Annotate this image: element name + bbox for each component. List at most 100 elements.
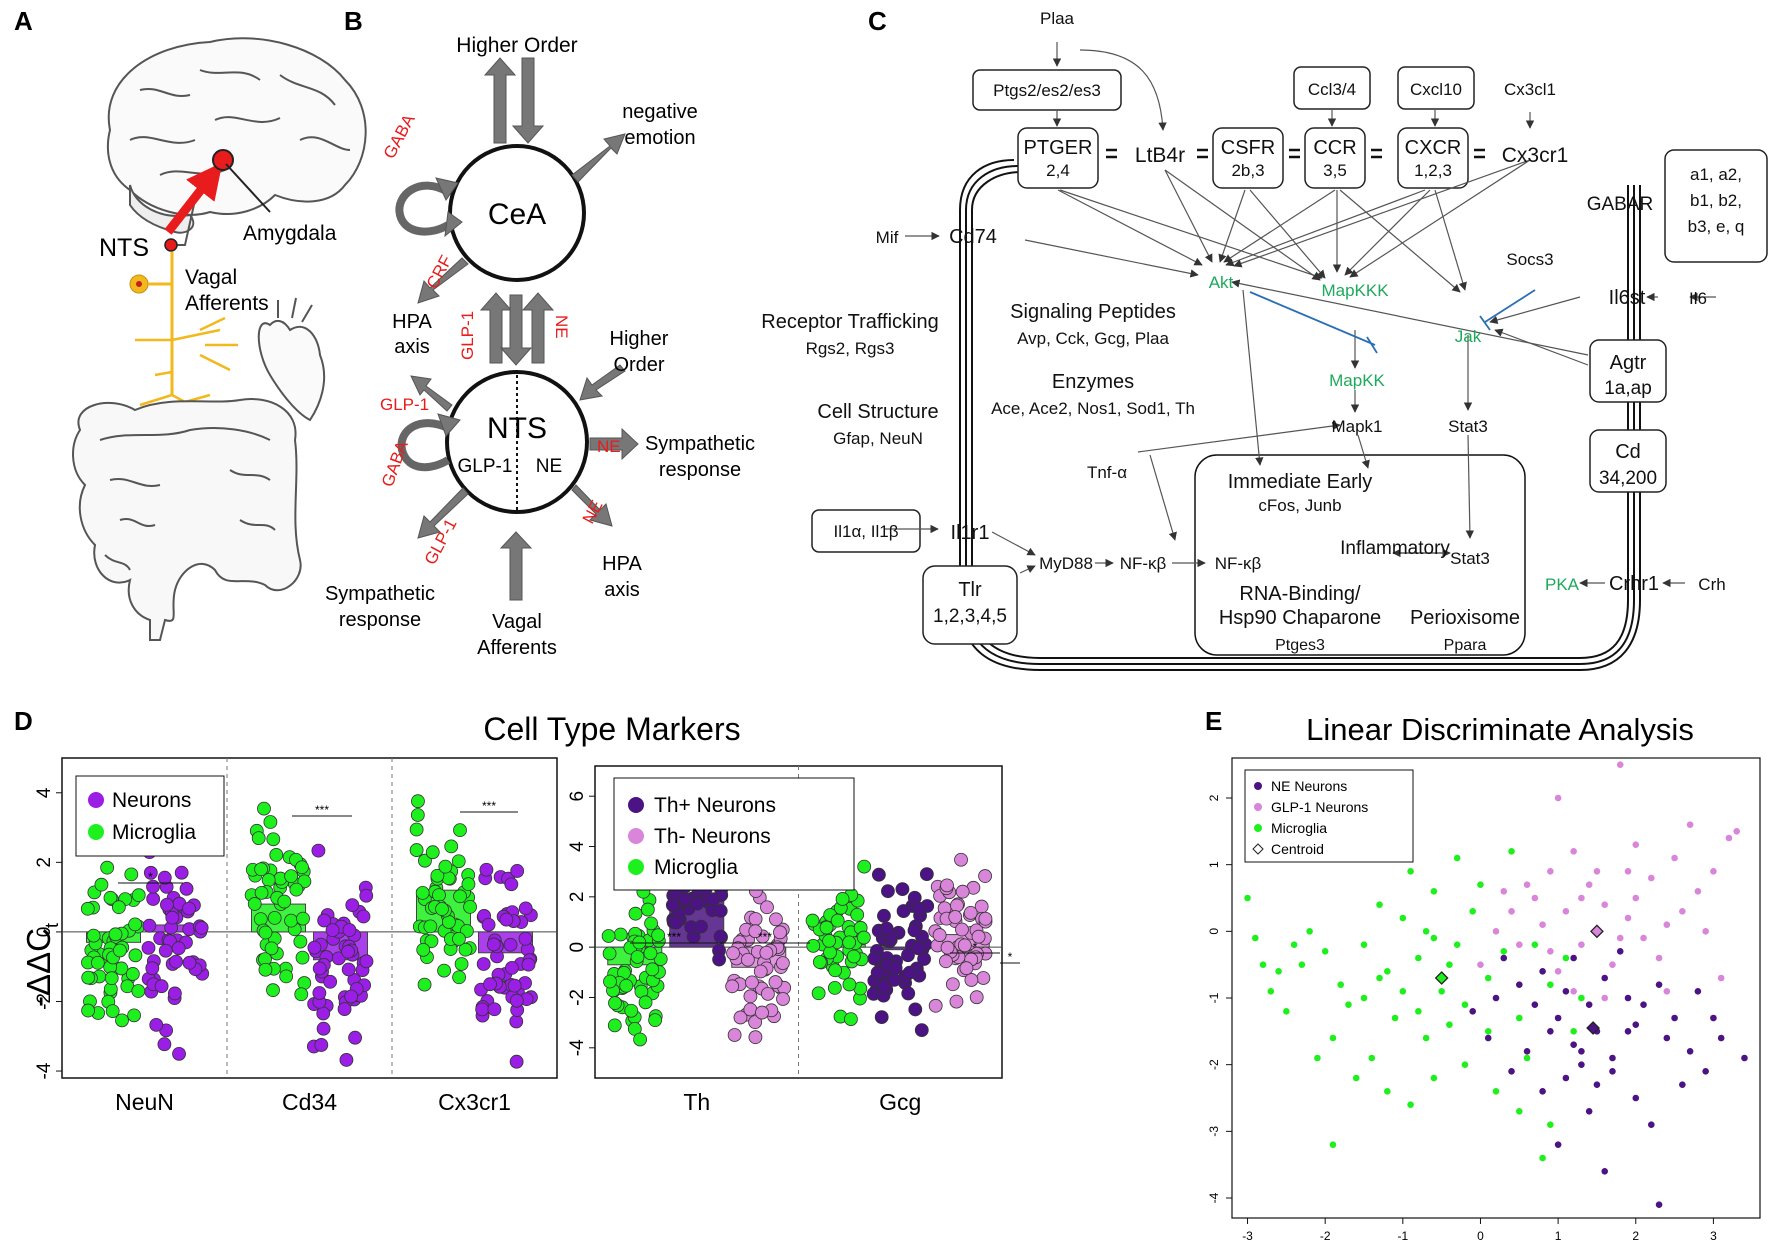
- panel-b: B CeA NTS GLP-1 NE: [325, 6, 755, 659]
- data-point: [172, 1046, 186, 1061]
- scatter-point: [1547, 868, 1554, 875]
- scatter-point: [1632, 1094, 1640, 1102]
- scatter-point: [1360, 941, 1368, 948]
- plaa-label: Plaa: [1040, 9, 1075, 28]
- scatter-point: [1710, 868, 1717, 875]
- scatter-point: [1383, 1088, 1391, 1095]
- scatter-point: [1554, 794, 1562, 802]
- data-point: [269, 848, 284, 862]
- panel-d-title: Cell Type Markers: [483, 711, 740, 747]
- scatter-point: [1469, 908, 1477, 915]
- scatter-point: [1624, 1028, 1632, 1035]
- scatter-point: [1523, 1048, 1531, 1055]
- data-point: [726, 946, 740, 961]
- scatter-point: [1461, 1061, 1469, 1068]
- scatter-point: [1655, 1201, 1663, 1208]
- mapkkk-label: MapKKK: [1321, 281, 1389, 300]
- il6-label: Il6: [1689, 289, 1707, 308]
- data-point: [828, 963, 843, 978]
- data-point: [411, 794, 425, 809]
- data-point: [451, 854, 466, 869]
- data-point: [932, 928, 947, 942]
- sympathetic-right-l1: Sympathetic: [645, 433, 755, 455]
- data-point: [939, 954, 953, 969]
- vagal-b-l1: Vagal: [492, 611, 542, 633]
- mapk1-label: Mapk1: [1331, 417, 1382, 436]
- data-point: [510, 864, 525, 878]
- data-point: [602, 946, 617, 961]
- stat3-bottom-label: Stat3: [1450, 549, 1490, 568]
- scatter-point: [1647, 1121, 1655, 1128]
- scatter-point: [1562, 908, 1570, 915]
- data-point: [748, 1030, 763, 1045]
- scatter-point: [1500, 948, 1508, 955]
- data-point: [454, 957, 469, 971]
- scatter-point: [1686, 821, 1694, 828]
- scatter-point: [1383, 968, 1391, 975]
- data-point: [314, 1038, 329, 1052]
- data-point: [247, 897, 262, 911]
- scatter-point: [1539, 921, 1546, 928]
- sympathetic-left-l2: response: [339, 609, 421, 631]
- scatter-point: [1554, 1141, 1562, 1148]
- scatter-point: [1515, 981, 1523, 988]
- cxcr-box-l1: CXCR: [1405, 137, 1462, 159]
- scatter-point: [1725, 834, 1733, 842]
- significance-label: ***: [667, 930, 681, 944]
- data-point: [158, 943, 173, 958]
- ptger-box-l1: PTGER: [1024, 137, 1093, 159]
- vagal-b-l2: Afferents: [477, 637, 557, 659]
- stat3-top-label: Stat3: [1448, 417, 1488, 436]
- data-point: [154, 979, 169, 994]
- scatter-point: [1694, 988, 1702, 995]
- data-point: [978, 911, 993, 926]
- scatter-point: [1329, 1141, 1337, 1148]
- scatter-point: [1717, 1034, 1725, 1042]
- data-point: [755, 1005, 769, 1020]
- legend-label: Th+ Neurons: [654, 794, 776, 817]
- data-point: [888, 961, 903, 975]
- scatter-point: [1547, 1121, 1554, 1128]
- negative-emotion-l1: negative: [622, 101, 698, 123]
- y-tick-label: -2: [567, 989, 588, 1006]
- data-point: [759, 945, 774, 960]
- scatter-point: [1593, 868, 1601, 875]
- data-point: [131, 984, 146, 998]
- crhr1-label: Crhr1: [1609, 573, 1659, 595]
- data-point: [760, 900, 774, 915]
- legend-marker: [1254, 803, 1262, 811]
- data-point: [740, 952, 755, 967]
- data-point: [312, 986, 327, 1000]
- data-point: [769, 912, 783, 927]
- data-point: [105, 1004, 120, 1019]
- cea-label: CeA: [488, 198, 546, 231]
- gabar-sub-l2: b1, b2,: [1690, 191, 1742, 210]
- y-tick-label: 0: [1207, 928, 1221, 935]
- scatter-point: [1616, 761, 1624, 768]
- scatter-point: [1710, 1014, 1717, 1022]
- data-point: [81, 1003, 95, 1018]
- data-point: [277, 894, 292, 909]
- scatter-point: [1562, 988, 1570, 995]
- tnfa-label: Tnf-α: [1087, 463, 1127, 482]
- data-point: [645, 962, 660, 977]
- data-point: [289, 882, 304, 897]
- data-point: [279, 969, 294, 984]
- data-point: [648, 1013, 663, 1028]
- scatter-point: [1601, 901, 1609, 908]
- data-point: [435, 902, 449, 916]
- myd88-label: MyD88: [1039, 554, 1093, 573]
- scatter-point: [1601, 1168, 1609, 1175]
- data-point: [452, 931, 466, 946]
- legend-label: Microglia: [112, 821, 196, 844]
- data-point: [504, 877, 519, 892]
- data-point: [638, 995, 653, 1010]
- perioxisome-label: Perioxisome: [1410, 607, 1520, 629]
- y-tick-label: 2: [1207, 794, 1221, 801]
- panel-e-title: Linear Discriminate Analysis: [1306, 712, 1694, 747]
- pka-label: PKA: [1545, 575, 1580, 594]
